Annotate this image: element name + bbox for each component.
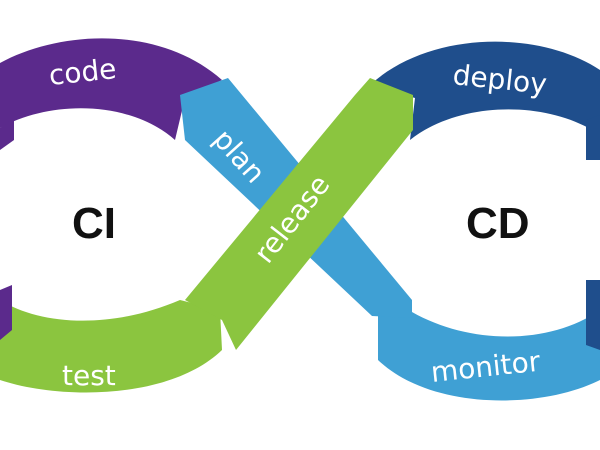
segment-monitor-edge (586, 280, 600, 350)
segment-code-edge (0, 118, 14, 150)
segment-deploy (370, 41, 600, 140)
segment-deploy-edge (586, 115, 600, 160)
label-code: code (47, 52, 118, 92)
segment-release (185, 78, 413, 350)
segment-test (0, 300, 222, 393)
segment-monitor (378, 310, 600, 401)
loop-title-cd: CD (466, 199, 530, 248)
segment-test-edge (0, 285, 12, 340)
segment-code (0, 38, 222, 140)
loop-title-ci: CI (72, 199, 116, 248)
label-test: test (62, 359, 116, 392)
